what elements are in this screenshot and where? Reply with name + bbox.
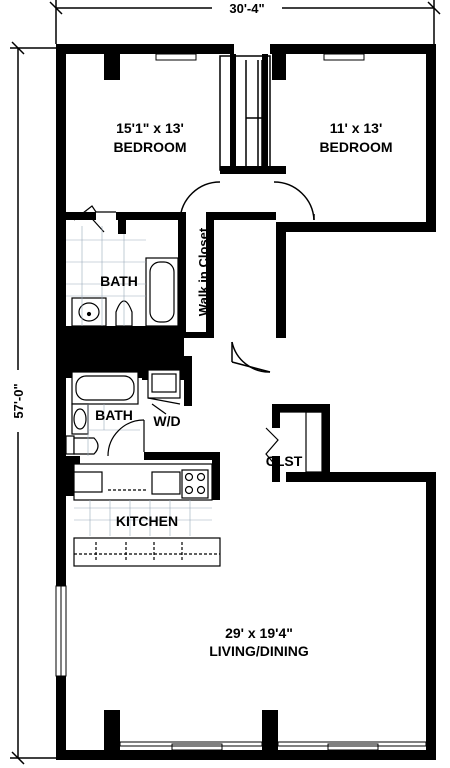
height-dimension-label: 57'-0" [11,383,26,418]
kitchen-counters [73,463,213,501]
bath2-tile [87,404,140,456]
windows [55,53,427,751]
bedroom2-size: 11' x 13' [330,120,383,136]
washer-dryer [147,369,181,415]
bath2-fixtures [65,371,139,455]
wd-label: W/D [153,413,180,429]
bath2-name: BATH [95,407,133,423]
width-dimension-label: 30'-4" [229,1,264,16]
kitchen-island [73,537,221,567]
wall-piers [104,54,286,750]
kitchen-tile [74,500,212,536]
closet-label: CLST [266,453,303,469]
bath1-fixtures [71,257,179,327]
bedroom1-name: BEDROOM [113,139,186,155]
walk-in-closet-label: Walk in Closet [196,227,211,316]
bedroom1-size: 15'1" x 13' [116,120,184,136]
bath1-name: BATH [100,273,138,289]
living-size: 29' x 19'4" [225,625,293,641]
living-name: LIVING/DINING [209,643,309,659]
bath1-tile [66,226,146,326]
bedroom2-name: BEDROOM [319,139,392,155]
exterior-walls [56,44,436,760]
kitchen-label: KITCHEN [116,513,178,529]
